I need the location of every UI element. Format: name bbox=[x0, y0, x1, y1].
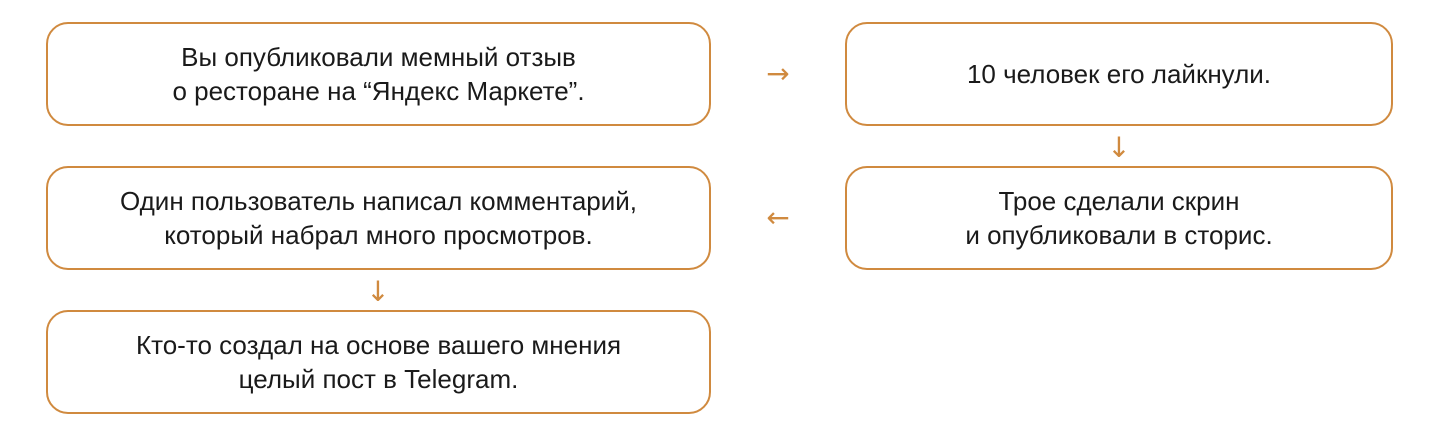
step-3-line-1: Трое сделали скрин bbox=[998, 186, 1240, 216]
step-4-line-1: Один пользователь написал комментарий, bbox=[119, 186, 638, 216]
arrow-down-icon: ↓ bbox=[366, 275, 390, 308]
arrow-right-icon: → bbox=[766, 57, 790, 90]
step-2-box: 10 человек его лайкнули. bbox=[845, 22, 1393, 126]
step-1-line-2: о ресторане на “Яндекс Маркете”. bbox=[172, 76, 585, 106]
step-5-line-1: Кто-то создал на основе вашего мнения bbox=[135, 330, 622, 360]
step-5-line-2: целый пост в Telegram. bbox=[238, 364, 519, 394]
step-1-line-1: Вы опубликовали мемный отзыв bbox=[181, 42, 576, 72]
step-4-line-2: который набрал много просмотров. bbox=[164, 220, 593, 250]
arrow-down-icon: ↓ bbox=[1107, 131, 1131, 164]
arrow-left-icon: ← bbox=[766, 201, 790, 234]
step-1-box: Вы опубликовали мемный отзыв о ресторане… bbox=[46, 22, 711, 126]
step-3-box: Трое сделали скрин и опубликовали в стор… bbox=[845, 166, 1393, 270]
step-5-box: Кто-то создал на основе вашего мнения це… bbox=[46, 310, 711, 414]
step-4-box: Один пользователь написал комментарий, к… bbox=[46, 166, 711, 270]
step-2-line-1: 10 человек его лайкнули. bbox=[966, 59, 1272, 89]
step-3-line-2: и опубликовали в сторис. bbox=[965, 220, 1273, 250]
